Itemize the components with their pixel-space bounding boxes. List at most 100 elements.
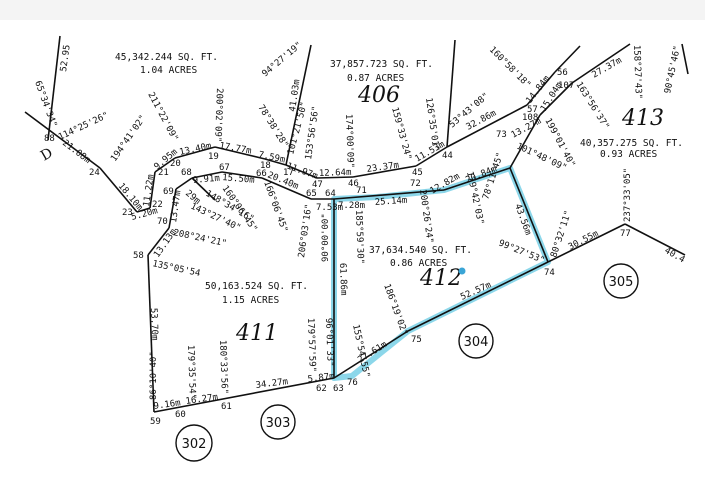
svg-text:160°58'18": 160°58'18" bbox=[487, 45, 532, 90]
svg-text:18: 18 bbox=[260, 161, 271, 171]
svg-text:406: 406 bbox=[357, 83, 400, 108]
svg-text:23.37m: 23.37m bbox=[366, 161, 400, 175]
svg-text:135°05'54: 135°05'54 bbox=[151, 259, 201, 279]
svg-text:25.14m: 25.14m bbox=[375, 196, 408, 208]
lot-406-area[interactable]: 37,857.723 SQ. FT. 0.87 ACRES 406 bbox=[330, 59, 433, 108]
svg-text:75: 75 bbox=[411, 335, 422, 345]
svg-text:304: 304 bbox=[464, 335, 489, 350]
svg-text:50,163.524 SQ. FT.: 50,163.524 SQ. FT. bbox=[205, 281, 308, 292]
svg-text:46: 46 bbox=[348, 179, 359, 189]
svg-text:411: 411 bbox=[235, 321, 278, 346]
svg-text:40.4: 40.4 bbox=[663, 246, 687, 266]
svg-text:78°38'28": 78°38'28" bbox=[255, 103, 289, 150]
svg-text:107: 107 bbox=[558, 81, 574, 91]
svg-text:53.70m: 53.70m bbox=[148, 308, 159, 341]
lot-413-area[interactable]: 40,357.275 SQ. FT. 0.93 ACRES 413 bbox=[580, 106, 683, 160]
svg-text:412: 412 bbox=[419, 266, 462, 291]
circled-lot-305[interactable]: 305 bbox=[603, 263, 639, 299]
svg-text:45,342.244 SQ. FT.: 45,342.244 SQ. FT. bbox=[115, 52, 218, 63]
svg-text:186°19'02": 186°19'02" bbox=[381, 283, 409, 337]
svg-text:64: 64 bbox=[325, 189, 336, 199]
svg-text:57: 57 bbox=[527, 105, 538, 115]
svg-text:90°45'46": 90°45'46" bbox=[663, 45, 683, 95]
svg-text:71: 71 bbox=[356, 186, 367, 196]
svg-text:305: 305 bbox=[609, 275, 634, 290]
svg-text:73: 73 bbox=[496, 130, 507, 140]
svg-text:200°02'09": 200°02'09" bbox=[212, 88, 224, 143]
svg-text:86°10'40": 86°10'40" bbox=[149, 351, 159, 400]
circled-lot-304[interactable]: 304 bbox=[458, 323, 494, 359]
svg-text:200°26'24": 200°26'24" bbox=[417, 189, 434, 244]
svg-text:206°03'16": 206°03'16" bbox=[297, 203, 314, 258]
circled-lot-303[interactable]: 303 bbox=[260, 404, 296, 440]
svg-text:7.53m: 7.53m bbox=[316, 203, 343, 213]
svg-text:108: 108 bbox=[522, 113, 538, 123]
svg-text:180°33'56": 180°33'56" bbox=[217, 340, 229, 395]
lot-411-area[interactable]: 50,163.524 SQ. FT. 1.15 ACRES 411 bbox=[205, 281, 308, 346]
svg-text:16.27m: 16.27m bbox=[185, 393, 219, 407]
point-labels: 88 24 23 22 21 20 19 18 17 47 46 45 44 5… bbox=[44, 68, 631, 427]
svg-text:1.04 ACRES: 1.04 ACRES bbox=[140, 65, 197, 76]
svg-text:114°25'26": 114°25'26" bbox=[57, 111, 110, 143]
svg-text:52.95: 52.95 bbox=[59, 44, 73, 72]
svg-text:72: 72 bbox=[410, 179, 421, 189]
svg-text:62: 62 bbox=[316, 384, 327, 394]
svg-text:45: 45 bbox=[412, 168, 423, 178]
svg-text:88: 88 bbox=[44, 134, 55, 144]
svg-text:194°41'02": 194°41'02" bbox=[109, 114, 148, 164]
svg-text:47: 47 bbox=[312, 180, 323, 190]
svg-text:61: 61 bbox=[221, 402, 232, 412]
svg-text:174°00'09": 174°00'09" bbox=[343, 114, 355, 169]
svg-text:179°35'54": 179°35'54" bbox=[185, 345, 197, 400]
svg-text:24: 24 bbox=[89, 168, 100, 178]
svg-text:7.28m: 7.28m bbox=[338, 201, 365, 211]
svg-text:211°22'09": 211°22'09" bbox=[145, 91, 179, 144]
svg-text:0.87 ACRES: 0.87 ACRES bbox=[347, 73, 404, 84]
svg-text:19: 19 bbox=[208, 152, 219, 162]
svg-text:11.22m: 11.22m bbox=[142, 174, 156, 208]
svg-text:77: 77 bbox=[620, 229, 631, 239]
svg-text:60: 60 bbox=[175, 410, 186, 420]
svg-text:208°24'21": 208°24'21" bbox=[172, 228, 227, 249]
circled-lot-302[interactable]: 302 bbox=[175, 424, 213, 462]
svg-text:13.47m: 13.47m bbox=[169, 190, 183, 224]
top-band bbox=[0, 0, 705, 20]
svg-text:76: 76 bbox=[347, 378, 358, 388]
svg-text:65: 65 bbox=[306, 189, 317, 199]
svg-text:44: 44 bbox=[442, 151, 453, 161]
svg-text:74: 74 bbox=[544, 268, 555, 278]
svg-text:17.77m: 17.77m bbox=[218, 141, 252, 156]
svg-text:179°57'59": 179°57'59" bbox=[305, 318, 317, 373]
svg-text:12.64m: 12.64m bbox=[319, 168, 352, 179]
svg-text:302: 302 bbox=[182, 437, 207, 452]
svg-text:20: 20 bbox=[170, 159, 181, 169]
svg-text:21: 21 bbox=[158, 168, 169, 178]
svg-text:9.16m: 9.16m bbox=[153, 398, 181, 412]
svg-text:41.03m: 41.03m bbox=[288, 79, 302, 113]
letter-d-marker: D bbox=[38, 145, 56, 164]
svg-text:67: 67 bbox=[219, 163, 230, 173]
svg-text:61.86m: 61.86m bbox=[337, 263, 348, 296]
svg-text:34.27m: 34.27m bbox=[255, 377, 288, 391]
svg-text:70: 70 bbox=[157, 217, 168, 227]
lot-412-area[interactable]: 37,634.540 SQ. FT. 0.86 ACRES 412 bbox=[369, 245, 472, 291]
svg-text:23: 23 bbox=[122, 208, 133, 218]
marker-dot bbox=[458, 267, 466, 275]
svg-text:68: 68 bbox=[181, 168, 192, 178]
svg-text:163°56'37": 163°56'37" bbox=[573, 80, 610, 131]
svg-text:90°00'00": 90°00'00" bbox=[321, 213, 331, 262]
svg-text:303: 303 bbox=[266, 416, 291, 431]
svg-text:94°27'19": 94°27'19" bbox=[261, 40, 305, 79]
lot-nw-area: 45,342.244 SQ. FT. 1.04 ACRES bbox=[115, 52, 218, 76]
svg-text:58: 58 bbox=[133, 251, 144, 261]
svg-text:21.08m: 21.08m bbox=[60, 138, 92, 166]
svg-text:159°33'24": 159°33'24" bbox=[389, 106, 413, 161]
svg-text:37,857.723 SQ. FT.: 37,857.723 SQ. FT. bbox=[330, 59, 433, 70]
svg-text:96°01'33": 96°01'33" bbox=[323, 318, 335, 367]
svg-text:158°27'43": 158°27'43" bbox=[631, 45, 643, 100]
svg-text:1.15 ACRES: 1.15 ACRES bbox=[222, 295, 279, 306]
svg-text:30.55m: 30.55m bbox=[567, 229, 601, 253]
svg-text:413: 413 bbox=[621, 106, 664, 131]
svg-text:0.86 ACRES: 0.86 ACRES bbox=[390, 258, 447, 269]
